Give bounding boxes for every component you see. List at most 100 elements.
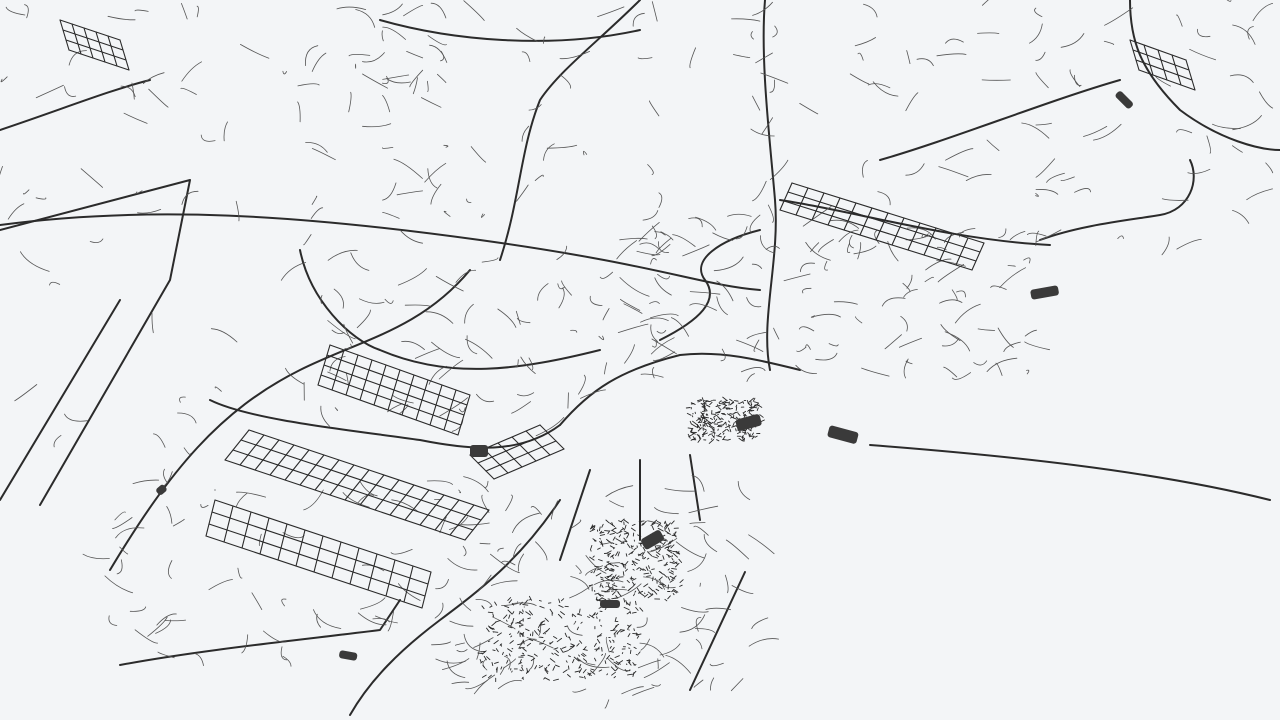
dense-street [610, 554, 615, 558]
dense-street [483, 655, 487, 661]
minor-road [658, 192, 663, 208]
dense-street [667, 595, 671, 600]
dense-street [590, 524, 594, 529]
dense-street [549, 608, 554, 614]
minor-road [1187, 168, 1211, 174]
dense-street [590, 571, 593, 574]
dense-street [526, 642, 532, 647]
minor-road [760, 235, 775, 254]
minor-road [805, 344, 811, 350]
minor-road [120, 85, 136, 97]
dense-street [610, 575, 614, 581]
dense-street [601, 584, 604, 589]
minor-road [1023, 257, 1031, 264]
dense-street [568, 636, 571, 641]
dense-street [612, 536, 616, 541]
major-road [0, 79, 151, 131]
dense-street [708, 425, 715, 431]
minor-road [179, 396, 186, 403]
minor-road [355, 9, 376, 28]
minor-road [311, 195, 318, 205]
dense-street [556, 637, 563, 643]
minor-road [543, 143, 555, 161]
dense-street [522, 639, 525, 645]
minor-road [20, 251, 50, 272]
dense-street [576, 643, 580, 647]
dense-street [614, 617, 617, 622]
street-grid [419, 494, 445, 526]
dense-street [609, 645, 612, 649]
minor-road [640, 373, 664, 378]
dense-street [516, 622, 523, 625]
minor-road [359, 480, 378, 497]
dense-street [539, 605, 545, 609]
dense-street [698, 419, 702, 423]
minor-road [737, 481, 751, 501]
dense-street [569, 645, 575, 648]
street-grid [389, 484, 415, 516]
dense-street [750, 401, 753, 406]
dense-street [538, 665, 544, 669]
dense-street [486, 627, 490, 633]
minor-road [521, 51, 531, 62]
minor-road [435, 658, 466, 664]
street-grid [511, 436, 537, 462]
dense-street [664, 598, 668, 602]
dense-street [642, 520, 647, 526]
minor-road [194, 653, 204, 666]
minor-road [362, 123, 392, 128]
minor-road [733, 54, 751, 58]
street-grid [224, 459, 466, 541]
dense-street [701, 402, 707, 405]
minor-road [116, 559, 123, 575]
dense-street [554, 652, 559, 657]
minor-road [800, 262, 815, 273]
minor-road [999, 267, 1026, 288]
minor-road [998, 228, 1007, 238]
dense-street [611, 584, 618, 587]
minor-road [390, 549, 413, 555]
dense-street [614, 664, 617, 668]
dense-street [544, 667, 549, 673]
minor-road [571, 519, 582, 528]
minor-road [649, 301, 660, 304]
minor-road [802, 287, 812, 294]
dense-street [715, 410, 722, 414]
street-grid [485, 440, 557, 472]
dense-street [662, 541, 666, 546]
dense-street [713, 416, 716, 420]
minor-road [342, 492, 370, 508]
minor-road [497, 680, 522, 690]
minor-road [535, 541, 548, 561]
dense-street [635, 600, 637, 606]
dense-street [502, 651, 504, 656]
minor-road [906, 274, 913, 289]
dense-street [669, 575, 676, 580]
dense-street [666, 532, 672, 535]
dense-street [626, 533, 630, 539]
dense-street [638, 552, 644, 557]
minor-road [458, 407, 466, 413]
dense-street [655, 551, 661, 556]
dense-street [587, 616, 590, 618]
minor-road [437, 73, 447, 83]
street-grid [314, 459, 340, 491]
minor-road [741, 367, 766, 373]
minor-road [749, 214, 761, 233]
dense-street [563, 650, 569, 653]
minor-road [426, 480, 453, 485]
dense-street [609, 657, 614, 661]
dense-street [664, 524, 667, 529]
minor-road [604, 362, 608, 375]
dense-street [560, 648, 564, 653]
minor-road [703, 534, 718, 553]
minor-road [640, 638, 650, 651]
street-grid [299, 454, 325, 486]
minor-road [357, 494, 375, 503]
dense-street [704, 420, 706, 426]
dense-street [527, 617, 531, 620]
dense-street [624, 669, 628, 672]
dense-street [751, 435, 755, 440]
dense-street [631, 578, 637, 581]
